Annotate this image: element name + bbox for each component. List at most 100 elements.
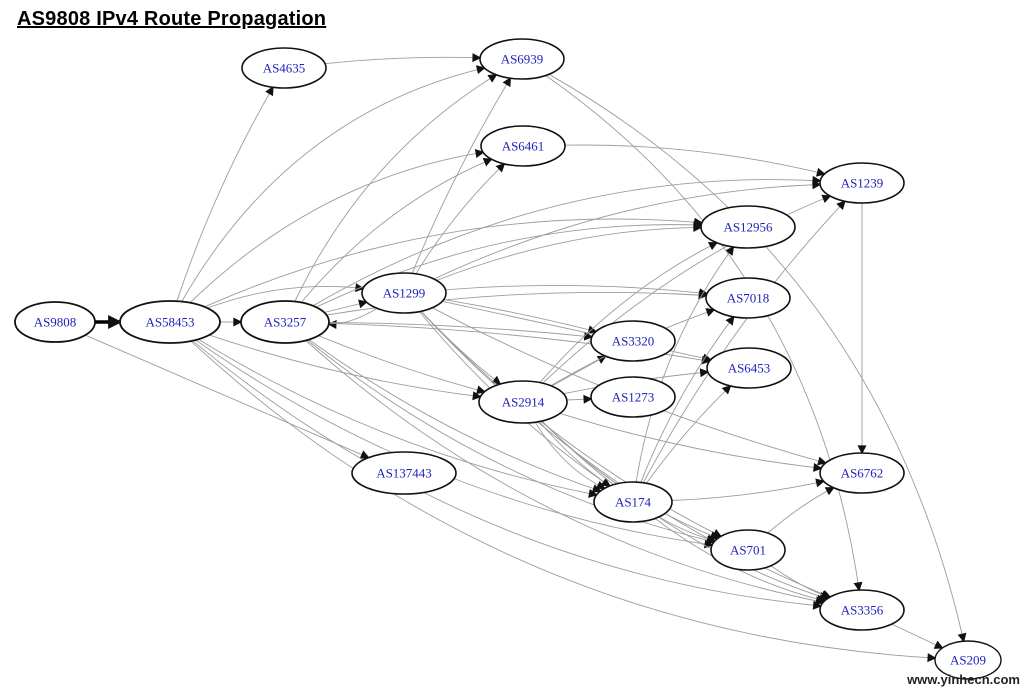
edge-AS6461-AS1239 xyxy=(564,144,826,177)
node-label: AS6461 xyxy=(502,139,545,154)
graph-node-AS174: AS174 xyxy=(593,481,673,523)
graph-node-AS1273: AS1273 xyxy=(590,376,676,418)
node-label: AS4635 xyxy=(263,61,306,76)
node-label: AS3257 xyxy=(264,315,307,330)
node-label: AS9808 xyxy=(34,315,77,330)
edge-AS3257-AS2914 xyxy=(318,335,486,395)
graph-node-AS3257: AS3257 xyxy=(240,300,330,344)
graph-node-AS6453: AS6453 xyxy=(706,347,792,389)
edge-AS1299-AS701 xyxy=(420,310,723,538)
edge-AS2914-AS1239 xyxy=(542,194,832,384)
node-ellipse xyxy=(590,320,676,362)
edge-AS1299-AS3257 xyxy=(327,308,378,329)
node-ellipse xyxy=(478,380,568,424)
node-label: AS6762 xyxy=(841,466,884,481)
graph-node-AS209: AS209 xyxy=(934,640,1002,680)
node-ellipse xyxy=(119,300,221,344)
edge-AS58453-AS1299 xyxy=(207,283,365,309)
edge-AS3257-AS701 xyxy=(307,339,716,545)
edge-AS174-AS7018 xyxy=(640,315,735,483)
node-ellipse xyxy=(819,452,905,494)
edge-AS174-AS701 xyxy=(658,516,717,544)
graph-node-AS58453: AS58453 xyxy=(119,300,221,344)
graph-node-AS3320: AS3320 xyxy=(590,320,676,362)
node-ellipse xyxy=(590,376,676,418)
node-ellipse xyxy=(700,205,796,249)
edge-AS1299-AS6461 xyxy=(415,162,506,275)
node-label: AS3356 xyxy=(841,603,884,618)
edge-AS6939-AS209 xyxy=(548,73,967,643)
edge-AS701-AS3356 xyxy=(770,565,831,600)
edge-AS1299-AS12956 xyxy=(436,222,703,281)
edge-AS1299-AS7018 xyxy=(445,285,709,298)
edge-AS3257-AS3320 xyxy=(328,321,594,341)
graph-edges xyxy=(85,53,967,663)
edge-AS58453-AS6939 xyxy=(181,65,486,302)
node-label: AS1299 xyxy=(383,286,426,301)
node-label: AS2914 xyxy=(502,395,545,410)
node-ellipse xyxy=(819,162,905,204)
edge-AS1299-AS3356 xyxy=(420,310,832,599)
edge-AS58453-AS2914 xyxy=(209,334,482,401)
node-ellipse xyxy=(240,300,330,344)
node-label: AS6939 xyxy=(501,52,544,67)
edge-AS58453-AS12956 xyxy=(204,217,704,308)
node-label: AS6453 xyxy=(728,361,771,376)
edge-AS2914-AS12956 xyxy=(539,242,719,383)
graph-node-AS1299: AS1299 xyxy=(361,272,447,314)
graph-nodes: AS9808 AS58453 AS3257 AS4635 AS6939AS6461AS1… xyxy=(14,38,1002,680)
graph-node-AS3356: AS3356 xyxy=(819,589,905,631)
node-label: AS3320 xyxy=(612,334,655,349)
node-ellipse xyxy=(705,277,791,319)
edge-AS58453-AS3356 xyxy=(192,340,823,610)
edge-AS2914-AS174 xyxy=(534,421,606,490)
node-ellipse xyxy=(706,347,792,389)
graph-node-AS6762: AS6762 xyxy=(819,452,905,494)
node-ellipse xyxy=(361,272,447,314)
graph-node-AS9808: AS9808 xyxy=(14,301,96,343)
edge-AS4635-AS6939 xyxy=(324,53,482,65)
edge-AS3257-AS174 xyxy=(308,339,602,493)
edge-AS3356-AS209 xyxy=(891,623,944,649)
edge-AS2914-AS1273 xyxy=(566,394,593,404)
graph-node-AS701: AS701 xyxy=(710,529,786,571)
edge-AS174-AS1239 xyxy=(642,200,846,483)
node-ellipse xyxy=(593,481,673,523)
graph-node-AS4635: AS4635 xyxy=(241,47,327,89)
graph-node-AS6461: AS6461 xyxy=(480,125,566,167)
graph-node-AS7018: AS7018 xyxy=(705,277,791,319)
edge-AS3257-AS3356 xyxy=(305,340,825,606)
node-label: AS701 xyxy=(730,543,766,558)
edge-AS174-AS6762 xyxy=(671,478,826,501)
edge-AS1299-AS3320 xyxy=(443,299,598,335)
edge-AS3257-AS1299 xyxy=(324,299,368,313)
edge-AS701-AS6762 xyxy=(767,487,835,534)
edge-AS2914-AS3356 xyxy=(541,420,829,601)
node-label: AS174 xyxy=(615,495,652,510)
graph-node-AS12956: AS12956 xyxy=(700,205,796,249)
node-ellipse xyxy=(479,38,565,80)
node-ellipse xyxy=(710,529,786,571)
edge-AS1299-AS1239 xyxy=(433,180,822,280)
node-label: AS137443 xyxy=(376,466,432,481)
edge-AS2914-AS3320 xyxy=(551,355,607,387)
node-ellipse xyxy=(351,451,457,495)
edge-AS2914-AS174 xyxy=(539,421,611,487)
page-title: AS9808 IPv4 Route Propagation xyxy=(17,8,327,30)
edge-AS174-AS12956 xyxy=(635,245,735,483)
edge-AS58453-AS209 xyxy=(190,340,937,663)
node-label: AS1273 xyxy=(612,390,655,405)
node-ellipse xyxy=(934,640,1002,680)
node-label: AS7018 xyxy=(727,291,770,306)
edge-AS174-AS6453 xyxy=(646,384,732,484)
edge-AS3257-AS1239 xyxy=(312,175,822,307)
graph-node-AS1239: AS1239 xyxy=(819,162,905,204)
edge-AS58453-AS4635 xyxy=(176,86,274,302)
edge-AS1299-AS6939 xyxy=(411,77,512,274)
edge-AS3257-AS6939 xyxy=(294,74,498,302)
node-ellipse xyxy=(14,301,96,343)
graph-node-AS137443: AS137443 xyxy=(351,451,457,495)
graph-node-AS2914: AS2914 xyxy=(478,380,568,424)
